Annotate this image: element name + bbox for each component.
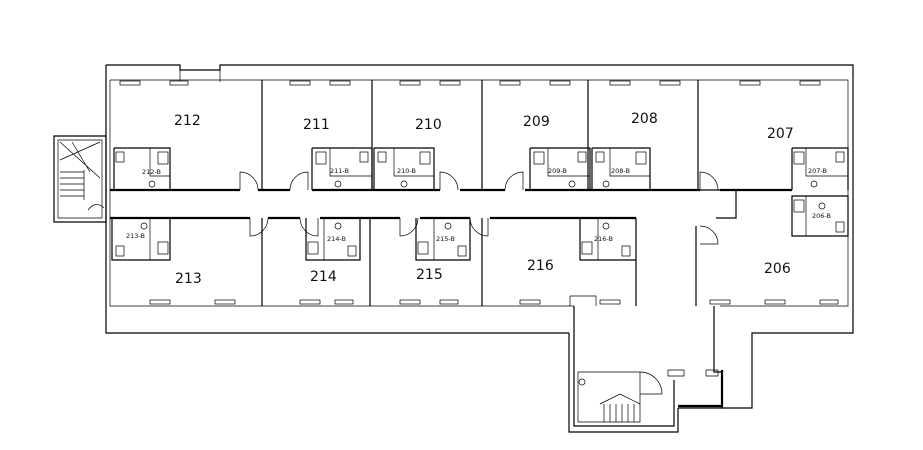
west-stair xyxy=(53,135,107,223)
room-label-208: 208 xyxy=(631,111,658,127)
bath-label-209: 209-B xyxy=(548,167,567,175)
room-label-213: 213 xyxy=(175,271,202,287)
corridor xyxy=(110,188,792,306)
room-label-210: 210 xyxy=(415,117,442,133)
north-dividers xyxy=(261,80,699,190)
windows xyxy=(119,80,839,305)
bath-label-210: 210-B xyxy=(397,167,416,175)
bath-label-216: 216-B xyxy=(594,235,613,243)
bath-label-208: 208-B xyxy=(611,167,630,175)
room-labels: 212 211 210 209 208 207 213 214 215 216 … xyxy=(174,111,794,287)
room-label-216: 216 xyxy=(527,258,554,274)
bath-label-215: 215-B xyxy=(436,235,455,243)
bath-pods-south xyxy=(111,218,636,261)
bath-label-213: 213-B xyxy=(126,232,145,240)
bath-label-211: 211-B xyxy=(330,167,349,175)
room-label-212: 212 xyxy=(174,113,201,129)
bath-label-212: 212-B xyxy=(142,168,161,176)
south-dividers xyxy=(261,218,483,306)
bath-label-206: 206-B xyxy=(812,212,831,220)
bath-pods-north xyxy=(113,147,849,237)
room-label-209: 209 xyxy=(523,114,550,130)
room-label-214: 214 xyxy=(310,269,337,285)
room-label-206: 206 xyxy=(764,261,791,277)
room-label-211: 211 xyxy=(303,117,330,133)
bath-label-214: 214-B xyxy=(327,235,346,243)
doors xyxy=(239,171,719,245)
room-label-215: 215 xyxy=(416,267,443,283)
south-stair-annex xyxy=(569,295,724,427)
room-label-207: 207 xyxy=(767,126,794,142)
building-outline xyxy=(105,64,854,433)
bath-labels: 212-B 211-B 210-B 209-B 208-B 207-B 206-… xyxy=(126,167,831,243)
bath-label-207: 207-B xyxy=(808,167,827,175)
